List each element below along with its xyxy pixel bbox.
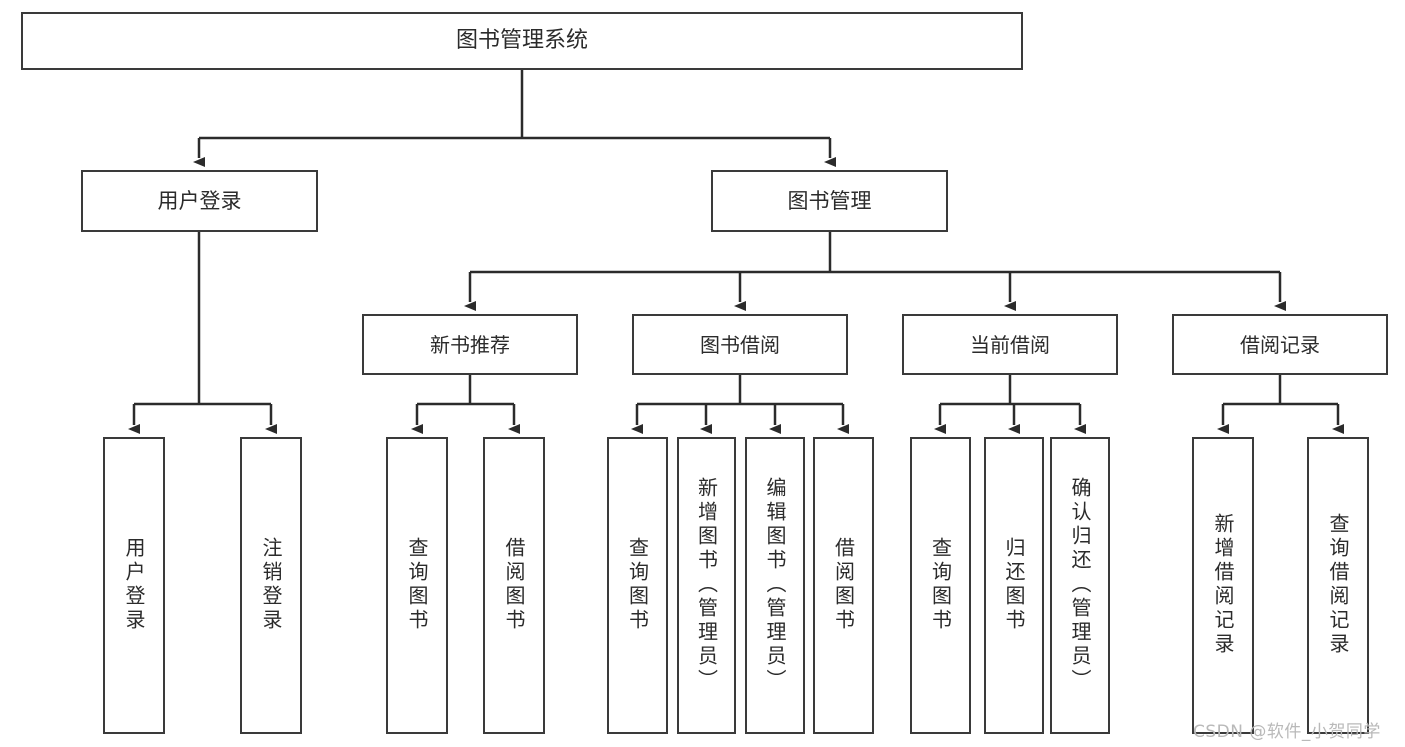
node-leaf-edit-book-label: 编辑图书（管理员） — [763, 477, 787, 693]
node-borrow-record-label: 借阅记录 — [1240, 332, 1320, 357]
node-leaf-query-book-2[interactable]: 查询图书 — [607, 437, 668, 734]
node-current-borrow-label: 当前借阅 — [970, 332, 1050, 357]
node-leaf-edit-book[interactable]: 编辑图书（管理员） — [745, 437, 805, 734]
node-book-borrow[interactable]: 图书借阅 — [632, 314, 848, 375]
node-leaf-borrow-book-2[interactable]: 借阅图书 — [813, 437, 874, 734]
node-leaf-query-book-1[interactable]: 查询图书 — [386, 437, 448, 734]
node-leaf-borrow-book-1-label: 借阅图书 — [502, 537, 526, 633]
root-to-level2-connectors — [193, 70, 836, 167]
node-user-login[interactable]: 用户登录 — [81, 170, 318, 232]
node-borrow-record[interactable]: 借阅记录 — [1172, 314, 1388, 375]
node-leaf-confirm-return-label: 确认归还（管理员） — [1068, 477, 1092, 693]
node-leaf-query-record[interactable]: 查询借阅记录 — [1307, 437, 1369, 734]
node-leaf-query-book-3-label: 查询图书 — [928, 537, 953, 633]
node-leaf-return-book-label: 归还图书 — [1002, 537, 1026, 633]
node-new-book-rec-label: 新书推荐 — [430, 332, 510, 357]
node-leaf-user-login[interactable]: 用户登录 — [103, 437, 165, 734]
book-manage-to-level3-connectors — [464, 232, 1286, 311]
node-book-manage[interactable]: 图书管理 — [711, 170, 948, 232]
node-leaf-add-book-label: 新增图书（管理员） — [694, 477, 719, 693]
node-leaf-borrow-book-2-label: 借阅图书 — [831, 537, 856, 633]
node-root[interactable]: 图书管理系统 — [21, 12, 1023, 70]
node-leaf-query-book-1-label: 查询图书 — [405, 537, 429, 633]
node-leaf-borrow-book-1[interactable]: 借阅图书 — [483, 437, 545, 734]
node-leaf-query-book-2-label: 查询图书 — [625, 537, 650, 633]
node-leaf-add-book[interactable]: 新增图书（管理员） — [677, 437, 736, 734]
node-leaf-query-book-3[interactable]: 查询图书 — [910, 437, 971, 734]
current-borrow-to-leaves-connectors — [934, 375, 1086, 434]
node-user-login-label: 用户登录 — [157, 188, 242, 213]
node-leaf-add-record[interactable]: 新增借阅记录 — [1192, 437, 1254, 734]
node-root-label: 图书管理系统 — [455, 28, 588, 53]
node-leaf-logout[interactable]: 注销登录 — [240, 437, 302, 734]
node-leaf-logout-label: 注销登录 — [259, 537, 283, 633]
new-book-rec-to-leaves-connectors — [411, 375, 520, 434]
csdn-watermark: CSDN @软件_小贺同学 — [1193, 722, 1381, 742]
user-login-to-leaves-connectors — [128, 232, 277, 434]
node-book-borrow-label: 图书借阅 — [700, 332, 780, 357]
node-leaf-confirm-return[interactable]: 确认归还（管理员） — [1050, 437, 1110, 734]
node-new-book-rec[interactable]: 新书推荐 — [362, 314, 578, 375]
node-leaf-return-book[interactable]: 归还图书 — [984, 437, 1044, 734]
book-borrow-to-leaves-connectors — [631, 375, 849, 434]
node-book-manage-label: 图书管理 — [787, 188, 872, 213]
borrow-record-to-leaves-connectors — [1217, 375, 1344, 434]
node-leaf-add-record-label: 新增借阅记录 — [1211, 513, 1235, 657]
node-current-borrow[interactable]: 当前借阅 — [902, 314, 1118, 375]
node-leaf-user-login-label: 用户登录 — [122, 537, 146, 633]
node-leaf-query-record-label: 查询借阅记录 — [1326, 513, 1350, 657]
